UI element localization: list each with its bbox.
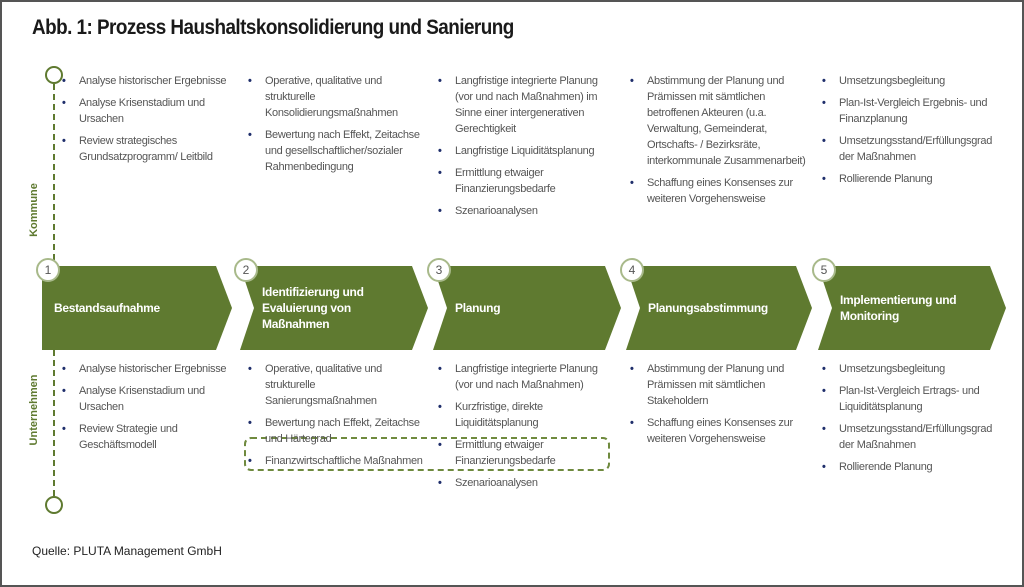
bullet-item: Analyse historischer Ergebnisse bbox=[62, 361, 242, 377]
bullet-item: Umsetzungsbegleitung bbox=[822, 361, 1002, 377]
step-label: Bestandsaufnahme bbox=[54, 301, 160, 315]
unternehmen-column-3: Langfristige integrierte Planung (vor un… bbox=[438, 361, 618, 497]
bullet-item: Schaffung eines Konsenses zur weiteren V… bbox=[630, 415, 810, 447]
bullet-item: Plan-Ist-Vergleich Ergebnis- und Finanzp… bbox=[822, 95, 1002, 127]
step-label: Implementierung und Monitoring bbox=[840, 293, 957, 323]
timeline-end-circle bbox=[45, 496, 63, 514]
step-number-badge: 3 bbox=[427, 258, 451, 282]
unternehmen-column-4: Abstimmung der Planung und Prämissen mit… bbox=[630, 361, 810, 453]
bullet-item: Bewertung nach Effekt, Zeitachse und ges… bbox=[248, 127, 428, 175]
kommune-column-4: Abstimmung der Planung und Prämissen mit… bbox=[630, 73, 810, 213]
process-step-2: Identifizierung und Evaluierung von Maßn… bbox=[240, 266, 428, 350]
process-step-5: Implementierung und Monitoring bbox=[818, 266, 1006, 350]
figure-title: Abb. 1: Prozess Haushaltskonsolidierung … bbox=[32, 16, 514, 39]
bullet-item: Kurzfristige, direkte Liquiditätsplanung bbox=[438, 399, 618, 431]
bullet-item: Analyse historischer Ergebnisse bbox=[62, 73, 242, 89]
bullet-item: Review Strategie und Geschäftsmodell bbox=[62, 421, 242, 453]
bullet-item: Finanzwirtschaftliche Maßnahmen bbox=[248, 453, 428, 469]
bullet-item: Bewertung nach Effekt, Zeitachse und Här… bbox=[248, 415, 428, 447]
timeline-dashed-line-bottom bbox=[53, 350, 55, 496]
step-number-badge: 4 bbox=[620, 258, 644, 282]
unternehmen-column-5: UmsetzungsbegleitungPlan-Ist-Vergleich E… bbox=[822, 361, 1002, 481]
bullet-item: Review strategisches Grundsatzprogramm/ … bbox=[62, 133, 242, 165]
bullet-item: Operative, qualitative und strukturelle … bbox=[248, 73, 428, 121]
bullet-item: Langfristige integrierte Planung (vor un… bbox=[438, 361, 618, 393]
step-label: Planungsabstimmung bbox=[648, 301, 768, 315]
step-number-badge: 2 bbox=[234, 258, 258, 282]
bullet-item: Langfristige integrierte Planung (vor un… bbox=[438, 73, 618, 137]
unternehmen-column-1: Analyse historischer ErgebnisseAnalyse K… bbox=[62, 361, 242, 459]
timeline-dashed-line-top bbox=[53, 84, 55, 260]
process-step-3: Planung bbox=[433, 266, 621, 350]
timeline-start-circle bbox=[45, 66, 63, 84]
bullet-item: Plan-Ist-Vergleich Ertrags- und Liquidit… bbox=[822, 383, 1002, 415]
bullet-item: Umsetzungsbegleitung bbox=[822, 73, 1002, 89]
step-label: Identifizierung und Evaluierung von Maßn… bbox=[262, 285, 364, 331]
source-note: Quelle: PLUTA Management GmbH bbox=[32, 544, 222, 558]
kommune-column-1: Analyse historischer ErgebnisseAnalyse K… bbox=[62, 73, 242, 171]
bullet-item: Abstimmung der Planung und Prämissen mit… bbox=[630, 361, 810, 409]
side-label-kommune: Kommune bbox=[28, 183, 40, 237]
bullet-item: Rollierende Planung bbox=[822, 171, 1002, 187]
step-number-badge: 1 bbox=[36, 258, 60, 282]
step-label: Planung bbox=[455, 301, 501, 315]
bullet-item: Umsetzungsstand/Erfüllungsgrad der Maßna… bbox=[822, 421, 1002, 453]
kommune-column-2: Operative, qualitative und strukturelle … bbox=[248, 73, 428, 181]
bullet-item: Rollierende Planung bbox=[822, 459, 1002, 475]
bullet-item: Operative, qualitative und strukturelle … bbox=[248, 361, 428, 409]
process-step-4: Planungsabstimmung bbox=[626, 266, 812, 350]
process-step-1: Bestandsaufnahme bbox=[42, 266, 232, 350]
kommune-column-5: UmsetzungsbegleitungPlan-Ist-Vergleich E… bbox=[822, 73, 1002, 193]
bullet-item: Ermittlung etwaiger Finanzierungsbedarfe bbox=[438, 165, 618, 197]
bullet-item: Analyse Krisenstadium und Ursachen bbox=[62, 383, 242, 415]
unternehmen-column-2: Operative, qualitative und strukturelle … bbox=[248, 361, 428, 475]
bullet-item: Schaffung eines Konsenses zur weiteren V… bbox=[630, 175, 810, 207]
bullet-item: Langfristige Liquiditätsplanung bbox=[438, 143, 618, 159]
bullet-item: Abstimmung der Planung und Prämissen mit… bbox=[630, 73, 810, 169]
side-label-unternehmen: Unternehmen bbox=[28, 374, 40, 446]
bullet-item: Analyse Krisenstadium und Ursachen bbox=[62, 95, 242, 127]
step-number-badge: 5 bbox=[812, 258, 836, 282]
bullet-item: Szenarioanalysen bbox=[438, 203, 618, 219]
kommune-column-3: Langfristige integrierte Planung (vor un… bbox=[438, 73, 618, 225]
bullet-item: Szenarioanalysen bbox=[438, 475, 618, 491]
bullet-item: Ermittlung etwaiger Finanzierungsbedarfe bbox=[438, 437, 618, 469]
bullet-item: Umsetzungsstand/Erfüllungsgrad der Maßna… bbox=[822, 133, 1002, 165]
